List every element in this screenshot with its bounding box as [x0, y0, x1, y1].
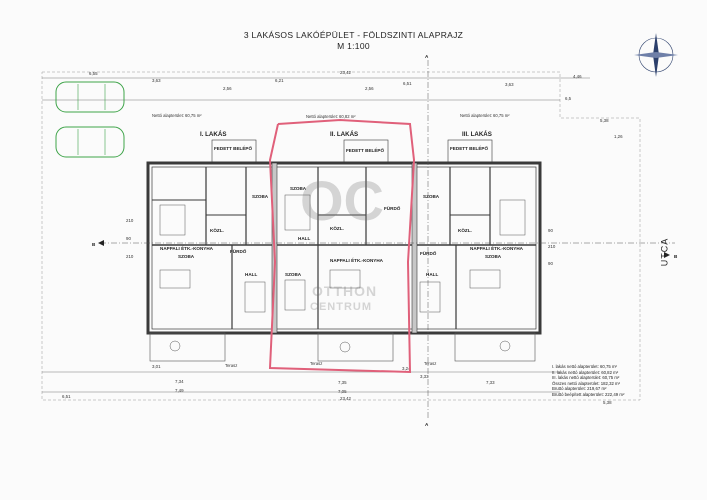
- dim-top-7: 2,56: [223, 86, 232, 91]
- watermark-line1: OTTHON: [312, 283, 378, 299]
- dim-top-0: 6,55: [89, 71, 98, 76]
- highlight-apartment-2: [268, 118, 416, 374]
- section-mark-a-top: A: [425, 54, 429, 59]
- dim-top-11: 1,26: [614, 134, 623, 139]
- section-mark-b-left: B: [92, 242, 96, 247]
- car-icon-top: [55, 81, 125, 113]
- dim-top-4: 6,51: [403, 81, 412, 86]
- dim-side-1: 90: [126, 236, 131, 241]
- room-bedroom-3a: SZOBA: [423, 194, 440, 199]
- room-hall-3: HALL: [426, 272, 438, 277]
- dim-side-0: 210: [126, 218, 134, 223]
- dim-bottom-2: 7,35: [338, 380, 347, 385]
- dim-top-8: 2,56: [365, 86, 374, 91]
- dim-bottom-4: 7,33: [486, 380, 495, 385]
- room-entrance-3: FEDETT BELÉPŐ: [450, 144, 488, 151]
- summary-line-4: Összes nettó alapterület: 182,32 m²: [552, 380, 621, 386]
- car-icon-bottom: [55, 126, 125, 158]
- room-bedroom-1b: SZOBA: [178, 254, 195, 259]
- dim-side-2: 210: [126, 254, 134, 259]
- room-living-3: NAPPALI ÉTK.-KONYHA: [470, 244, 524, 251]
- room-bath-1: FÜRDŐ: [230, 248, 247, 254]
- room-entrance-1: FEDETT BELÉPŐ: [214, 144, 252, 151]
- dim-top-2: 4,46: [573, 74, 582, 79]
- dim-side-4: 210: [548, 244, 556, 249]
- dim-top-3: 6,21: [275, 78, 284, 83]
- apt3-label: III. LAKÁS: [462, 131, 492, 138]
- dim-top-1: 23,42: [340, 70, 352, 75]
- room-bedroom-2b: SZOBA: [285, 272, 302, 277]
- room-bedroom-3b: SZOBA: [485, 254, 502, 259]
- apt1-label: I. LAKÁS: [200, 131, 226, 138]
- dim-top-5: 6,5: [565, 96, 572, 101]
- room-living-1: NAPPALI ÉTK.-KONYHA: [160, 244, 214, 251]
- plan-title: 3 LAKÁSOS LAKÓÉPÜLET - FÖLDSZINTI ALAPRA…: [243, 30, 464, 40]
- dim-bottom-5: 3,01: [152, 364, 161, 369]
- room-bedroom-2a: SZOBA: [290, 186, 307, 191]
- room-corridor-2: KÖZL.: [330, 225, 344, 231]
- summary-line-3: III. lakás nettó alapterület: 60,75 m²: [552, 375, 620, 381]
- apt1-area: Nettó alapterület: 60,75 m²: [152, 113, 202, 118]
- summary-line-1: I. lakás nettó alapterület: 60,75 m²: [552, 364, 617, 369]
- room-hall-1: HALL: [245, 272, 257, 277]
- room-entrance-2: FEDETT BELÉPŐ: [346, 146, 384, 153]
- summary-line-5: Bruttó alapterület: 219,67 m²: [552, 386, 607, 392]
- dim-bottom-8: 23,42: [340, 396, 352, 401]
- room-bath-2: FÜRDŐ: [384, 205, 401, 211]
- plan-scale: M 1:100: [337, 41, 370, 51]
- dim-side-3: 90: [548, 228, 553, 233]
- room-bath-3: FÜRDŐ: [420, 250, 437, 256]
- terrace-label-2: Terasz: [310, 361, 322, 366]
- dim-bottom-0: 7,34: [175, 379, 184, 384]
- dim-bottom-3: 7,05: [338, 389, 347, 394]
- dim-top-6: 3,63: [152, 78, 161, 83]
- terrace-label-3: Terasz: [424, 361, 436, 366]
- dim-side-5: 90: [548, 261, 553, 266]
- watermark-logo: OC: [300, 169, 384, 232]
- section-mark-b-right: B: [674, 254, 678, 259]
- dim-top-9: 3,63: [505, 82, 514, 87]
- summary-line-6: Bruttó beépített alapterület: 222,49 m²: [552, 391, 625, 397]
- room-bedroom-1a: SZOBA: [252, 194, 269, 199]
- section-mark-a-bottom: A: [425, 422, 429, 427]
- street-label: UTCA: [659, 237, 670, 267]
- dim-bottom-1: 7,49: [175, 388, 184, 393]
- dim-bottom-10: 5,38: [603, 400, 612, 405]
- room-hall-2: HALL: [298, 236, 310, 241]
- room-corridor-3: KÖZL.: [458, 227, 472, 233]
- summary-line-2: II. lakás nettó alapterület: 60,82 m²: [552, 369, 619, 375]
- dim-bottom-9: 6,51: [62, 394, 71, 399]
- room-living-2: NAPPALI ÉTK.-KONYHA: [330, 256, 384, 263]
- watermark-line2: CENTRUM: [310, 301, 372, 313]
- dim-bottom-6: 3,33: [420, 374, 429, 379]
- dim-top-10: 5,38: [600, 118, 609, 123]
- apt3-area: Nettó alapterület: 60,75 m²: [460, 113, 510, 118]
- terrace-label-1: Terasz: [225, 363, 237, 368]
- north-arrow-icon: [634, 33, 678, 77]
- area-summary: I. lakás nettó alapterület: 60,75 m² II.…: [552, 364, 624, 398]
- apt2-area: Nettó alapterület: 60,82 m²: [306, 114, 356, 119]
- dim-bottom-7: 3,24: [402, 366, 411, 371]
- apt2-label: II. LAKÁS: [330, 131, 358, 138]
- room-corridor-1: KÖZL.: [210, 227, 224, 233]
